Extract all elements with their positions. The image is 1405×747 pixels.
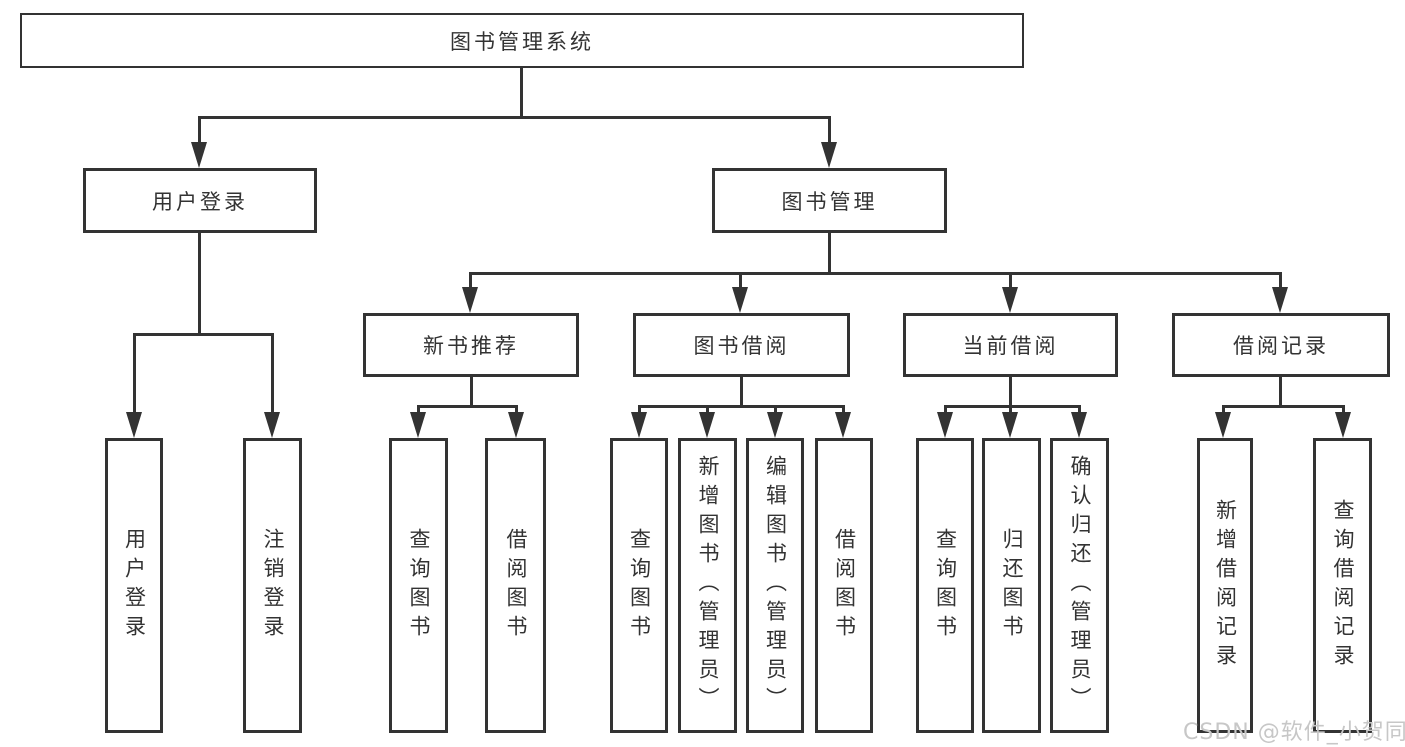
- connector-current-borrow-crossbar: [944, 405, 1081, 408]
- node-new-book-recommendation: 新书推荐: [363, 313, 579, 377]
- node-label: 新书推荐: [423, 334, 519, 358]
- node-label: 图书借阅: [693, 334, 790, 358]
- arrowhead-borrow-record: [1272, 287, 1288, 313]
- leaf-label: 编辑图书（管理员）: [763, 455, 788, 716]
- arrowhead-leaf-confirm-return: [1071, 412, 1087, 438]
- connector-book-borrow-crossbar: [638, 405, 845, 408]
- node-label: 借阅记录: [1233, 334, 1329, 358]
- leaf-label: 借阅图书: [504, 527, 528, 644]
- node-book-management: 图书管理: [712, 168, 947, 233]
- connector-root-stem: [520, 67, 523, 118]
- node-label: 图书管理: [781, 189, 878, 214]
- arrowhead-leaf-query-book-1: [410, 412, 426, 438]
- leaf-borrow-book-borrowing: 借阅图书: [815, 438, 873, 733]
- leaf-label: 新增借阅记录: [1213, 498, 1238, 673]
- connector-drop: [417, 405, 420, 412]
- connector-drop: [1342, 405, 1345, 412]
- connector-drop-book-management: [828, 116, 831, 146]
- connector-drop: [1009, 405, 1012, 412]
- leaf-add-book-admin: 新增图书（管理员）: [678, 438, 737, 733]
- leaf-query-book-recommend: 查询图书: [389, 438, 448, 733]
- connector-drop-new-book: [469, 272, 472, 289]
- node-label: 当前借阅: [962, 334, 1059, 358]
- leaf-label: 新增图书（管理员）: [696, 455, 720, 716]
- leaf-borrow-book-recommend: 借阅图书: [485, 438, 546, 733]
- connector-drop-book-borrow: [739, 272, 742, 289]
- node-library-management-system: 图书管理系统: [20, 13, 1024, 68]
- node-current-borrowing: 当前借阅: [903, 313, 1118, 377]
- node-user-login: 用户登录: [83, 168, 317, 233]
- connector-drop-user-login: [198, 116, 201, 146]
- leaf-query-book-borrowing: 查询图书: [610, 438, 668, 733]
- leaf-user-login: 用户登录: [105, 438, 163, 733]
- connector-drop: [842, 405, 845, 412]
- connector-new-book-stem: [470, 377, 473, 408]
- connector-drop-leaf-logout: [271, 333, 274, 412]
- arrowhead-book-borrow: [732, 287, 748, 313]
- leaf-add-borrow-record: 新增借阅记录: [1197, 438, 1253, 733]
- leaf-edit-book-admin: 编辑图书（管理员）: [746, 438, 804, 733]
- arrowhead-leaf-add-record: [1215, 412, 1231, 438]
- leaf-query-book-current: 查询图书: [916, 438, 974, 733]
- arrowhead-current-borrow: [1002, 287, 1018, 313]
- connector-book-borrow-stem: [740, 377, 743, 408]
- arrowhead-leaf-query-book-3: [937, 412, 953, 438]
- leaf-label: 用户登录: [122, 527, 147, 644]
- node-label: 图书管理系统: [450, 29, 594, 54]
- connector-borrow-record-stem: [1279, 377, 1282, 408]
- arrowhead-leaf-return-book: [1002, 412, 1018, 438]
- connector-current-borrow-stem: [1009, 377, 1012, 408]
- leaf-label: 归还图书: [1000, 527, 1024, 644]
- node-book-borrowing: 图书借阅: [633, 313, 850, 377]
- connector-drop: [1078, 405, 1081, 412]
- arrowhead-leaf-add-book: [699, 412, 715, 438]
- arrowhead-leaf-borrow-book-2: [835, 412, 851, 438]
- arrowhead-new-book: [462, 287, 478, 313]
- connector-drop: [944, 405, 947, 412]
- leaf-label: 查询图书: [933, 527, 958, 644]
- leaf-label: 查询借阅记录: [1331, 498, 1355, 673]
- connector-user-login-crossbar: [133, 333, 274, 336]
- leaf-logout: 注销登录: [243, 438, 302, 733]
- arrowhead-leaf-query-book-2: [631, 412, 647, 438]
- connector-root-crossbar: [198, 116, 831, 119]
- leaf-label: 查询图书: [407, 527, 431, 644]
- arrowhead-leaf-query-record: [1335, 412, 1351, 438]
- connector-user-login-stem: [198, 233, 201, 336]
- connector-book-management-stem: [828, 233, 831, 275]
- connector-book-management-crossbar: [469, 272, 1282, 275]
- connector-drop-borrow-record: [1279, 272, 1282, 289]
- connector-drop: [774, 405, 777, 412]
- connector-borrow-record-crossbar: [1222, 405, 1345, 408]
- leaf-label: 注销登录: [261, 527, 285, 644]
- arrowhead-leaf-borrow-book-1: [508, 412, 524, 438]
- leaf-label: 确认归还（管理员）: [1068, 455, 1092, 716]
- csdn-watermark: CSDN @软件_小贺同学: [1183, 720, 1405, 745]
- arrowhead-user-login: [191, 142, 207, 168]
- connector-drop: [638, 405, 641, 412]
- connector-drop: [515, 405, 518, 412]
- node-borrowing-records: 借阅记录: [1172, 313, 1390, 377]
- leaf-label: 借阅图书: [832, 527, 857, 644]
- leaf-return-book: 归还图书: [982, 438, 1041, 733]
- connector-drop-current-borrow: [1009, 272, 1012, 289]
- arrowhead-leaf-edit-book: [767, 412, 783, 438]
- connector-drop-leaf-user-login: [133, 333, 136, 412]
- leaf-label: 查询图书: [627, 527, 652, 644]
- connector-drop: [706, 405, 709, 412]
- leaf-query-borrow-record: 查询借阅记录: [1313, 438, 1372, 733]
- connector-drop: [1222, 405, 1225, 412]
- arrowhead-leaf-user-login: [126, 412, 142, 438]
- leaf-confirm-return-admin: 确认归还（管理员）: [1050, 438, 1109, 733]
- arrowhead-book-management: [821, 142, 837, 168]
- arrowhead-leaf-logout: [264, 412, 280, 438]
- connector-new-book-crossbar: [417, 405, 518, 408]
- node-label: 用户登录: [152, 189, 248, 214]
